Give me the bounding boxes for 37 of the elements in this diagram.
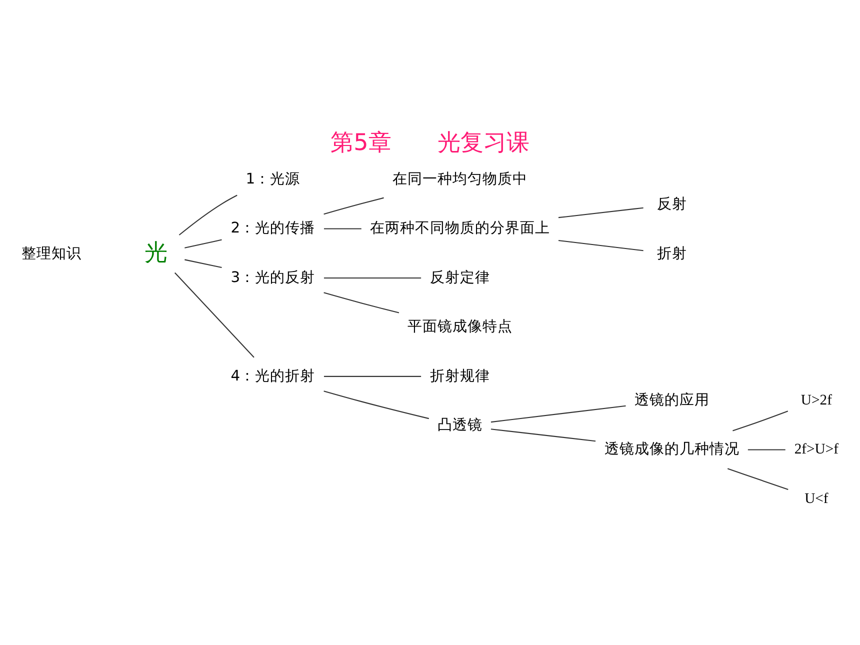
connector (490, 428, 596, 442)
connector (324, 292, 400, 314)
connector (324, 390, 430, 420)
node-text: 2f>U>f (794, 442, 839, 458)
node-text: U>2f (800, 392, 832, 408)
node-text: 透镜的应用 (634, 391, 710, 408)
node-text: U<f (804, 490, 828, 507)
connector (490, 405, 626, 423)
connector (184, 239, 222, 248)
connector (558, 240, 644, 252)
connector (324, 197, 384, 215)
connector (324, 228, 362, 230)
node-text: 反射定律 (430, 268, 490, 286)
node-text: 折射规律 (430, 367, 490, 384)
node-text: 1：光源 (246, 170, 300, 188)
label: 整理知识 (21, 244, 82, 262)
node-text: 凸透镜 (437, 416, 482, 434)
connector (558, 207, 644, 218)
node-text: 2：光的传播 (230, 220, 316, 237)
connector (178, 194, 238, 236)
connector (174, 272, 254, 358)
node-text: 平面镜成像特点 (407, 318, 512, 336)
node-text: 透镜成像的几种情况 (604, 440, 740, 458)
node-text: 4：光的折射 (230, 367, 316, 384)
node-text: 在两种不同物质的分界面上 (370, 220, 550, 237)
connector (732, 410, 788, 432)
node-text: 在同一种均匀物质中 (392, 170, 528, 188)
connector (184, 259, 222, 268)
connector (727, 468, 788, 490)
node-text: 折射 (656, 244, 687, 262)
node-text: 光 (144, 240, 168, 266)
node-text: 3：光的反射 (230, 268, 316, 286)
connector (324, 277, 422, 279)
connector (748, 449, 786, 450)
node-text: 反射 (656, 196, 687, 213)
connector (324, 376, 422, 377)
diagram-title: 第5章 光复习课 (330, 130, 530, 156)
